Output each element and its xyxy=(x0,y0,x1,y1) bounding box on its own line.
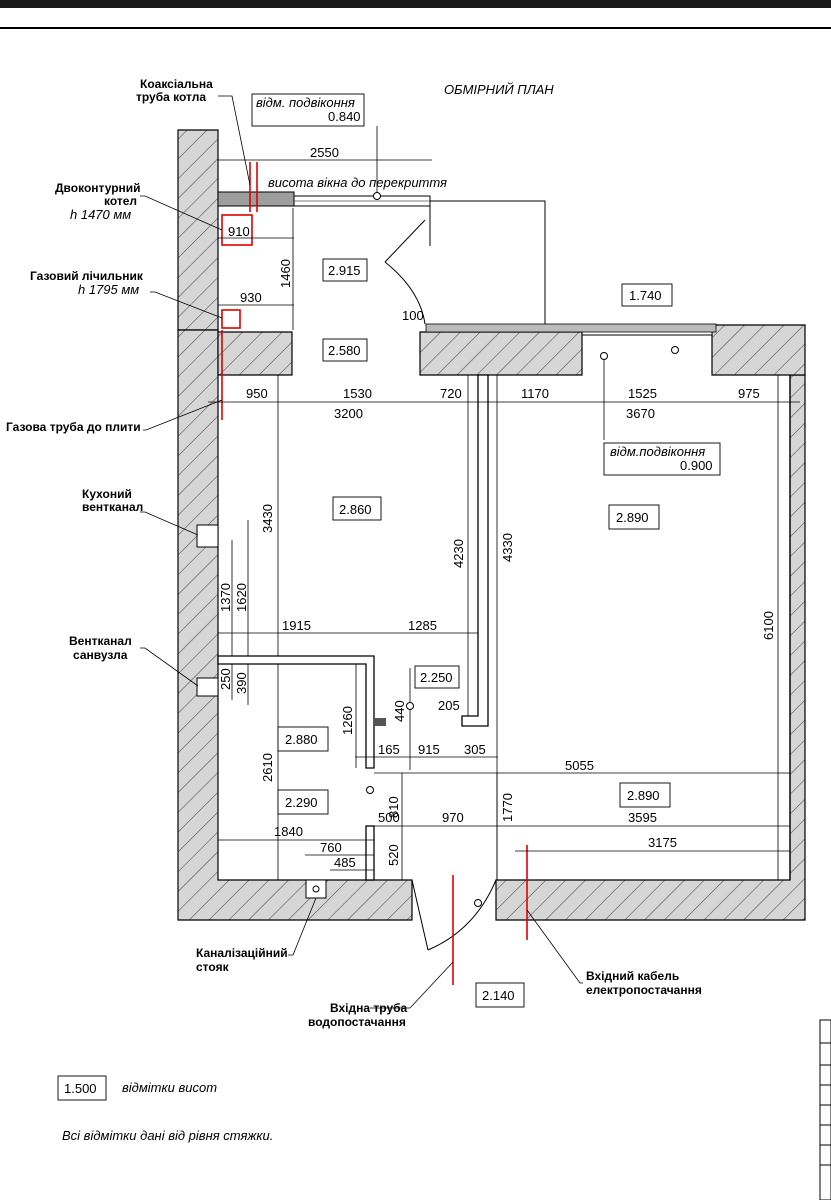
bath-vent-label-2: санвузла xyxy=(73,648,128,662)
dim-910: 910 xyxy=(228,224,250,239)
dim-305: 305 xyxy=(464,742,486,757)
dim-4230: 4230 xyxy=(451,539,466,568)
kitchen-vent-label-1: Кухоний xyxy=(82,487,132,501)
dim-4330: 4330 xyxy=(500,533,515,562)
sill-notes: відм. подвіконня 0.840 висота вікна до п… xyxy=(251,93,721,476)
dim-390: 390 xyxy=(234,672,249,694)
elevation-6: 2.250 xyxy=(420,670,453,685)
leader-lines xyxy=(140,95,605,1009)
boiler-label-1: Двоконтурний xyxy=(55,181,141,195)
dim-975: 975 xyxy=(738,386,760,401)
top-bar xyxy=(0,0,831,8)
dim-1260: 1260 xyxy=(340,706,355,735)
sill-2-label: відм.подвіконня xyxy=(610,444,705,459)
dim-3430: 3430 xyxy=(260,504,275,533)
dim-760: 760 xyxy=(320,840,342,855)
boiler-label-3: h 1470 мм xyxy=(70,207,131,222)
dim-1460: 1460 xyxy=(278,259,293,288)
walls xyxy=(177,129,806,921)
gas-meter-label-1: Газовий лічильник xyxy=(30,269,144,283)
entrance-door xyxy=(411,879,497,951)
dim-3175: 3175 xyxy=(648,835,677,850)
bath-vent-label-1: Вентканал xyxy=(69,634,132,648)
dim-100: 100 xyxy=(402,308,424,323)
dim-1915: 1915 xyxy=(282,618,311,633)
elevation-9: 2.890 xyxy=(627,788,660,803)
sill-1-label: відм. подвіконня xyxy=(256,95,355,110)
dimension-lines xyxy=(208,159,800,880)
elevation-8: 2.290 xyxy=(285,795,318,810)
dim-915: 915 xyxy=(418,742,440,757)
dim-520: 520 xyxy=(386,844,401,866)
dim-950: 950 xyxy=(246,386,268,401)
elevation-2: 2.580 xyxy=(328,343,361,358)
dim-1770: 1770 xyxy=(500,793,515,822)
elevation-5: 2.890 xyxy=(616,510,649,525)
legend-sample: 1.500 xyxy=(64,1081,97,1096)
dim-485: 485 xyxy=(334,855,356,870)
dim-3595: 3595 xyxy=(628,810,657,825)
elevation-10: 2.140 xyxy=(482,988,515,1003)
boiler-label-2: котел xyxy=(104,194,137,208)
dim-970: 970 xyxy=(442,810,464,825)
kitchen-vent-label-2: вентканал xyxy=(82,500,143,514)
dim-930: 930 xyxy=(240,290,262,305)
sill-2-value: 0.900 xyxy=(680,458,713,473)
dim-205: 205 xyxy=(438,698,460,713)
coax-pipe-label-2: труба котла xyxy=(136,90,206,104)
title-block-fragment xyxy=(819,1019,831,1200)
balcony-outline xyxy=(384,200,546,325)
gas-meter-box xyxy=(221,309,241,329)
dim-250: 250 xyxy=(218,668,233,690)
dim-1840: 1840 xyxy=(274,824,303,839)
kitchen-vent-box xyxy=(196,524,219,548)
dim-440: 440 xyxy=(392,700,407,722)
sewer-label-2: стояк xyxy=(196,960,230,974)
dim-1285: 1285 xyxy=(408,618,437,633)
elevation-7: 2.880 xyxy=(285,732,318,747)
dim-165: 165 xyxy=(378,742,400,757)
legend: 1.500 відмітки висот Всі відмітки дані в… xyxy=(57,1075,273,1143)
dimension-values: 2550 910 1460 930 100 950 1530 720 1170 … xyxy=(218,145,776,870)
elevation-1: 2.915 xyxy=(328,263,361,278)
sewer-box xyxy=(305,879,327,899)
dim-500: 500 xyxy=(378,810,400,825)
dim-1525: 1525 xyxy=(628,386,657,401)
dim-2610: 2610 xyxy=(260,753,275,782)
plan-title: ОБМІРНИЙ ПЛАН xyxy=(444,81,554,97)
dim-1530: 1530 xyxy=(343,386,372,401)
legend-text: відмітки висот xyxy=(122,1080,217,1095)
water-pipe-label-2: водопостачання xyxy=(308,1015,406,1029)
dim-5055: 5055 xyxy=(565,758,594,773)
elevation-4: 2.860 xyxy=(339,502,372,517)
dim-6100: 6100 xyxy=(761,611,776,640)
bath-vent-box xyxy=(196,677,219,697)
window-height-label: висота вікна до перекриття xyxy=(268,175,447,190)
sill-1-value: 0.840 xyxy=(328,109,361,124)
partitions xyxy=(217,374,791,881)
water-pipe-label-1: Вхідна труба xyxy=(330,1001,408,1015)
dim-1170: 1170 xyxy=(521,386,549,401)
dim-3670: 3670 xyxy=(626,406,655,421)
power-cable-label-1: Вхідний кабель xyxy=(586,969,679,983)
power-cable-label-2: електропостачання xyxy=(586,983,702,997)
dim-720: 720 xyxy=(440,386,462,401)
legend-note: Всі відмітки дані від рівня стяжки. xyxy=(62,1128,273,1143)
dim-1620: 1620 xyxy=(234,583,249,612)
elevation-marks: 2.915 2.580 1.740 2.860 2.890 2.250 2.88… xyxy=(277,258,673,1008)
gas-meter-label-2: h 1795 мм xyxy=(78,282,139,297)
coax-pipe-label-1: Коаксіальна xyxy=(140,77,213,91)
annotation-labels: Коаксіальна труба котла Двоконтурний кот… xyxy=(6,77,702,1029)
gas-pipe-label: Газова труба до плити xyxy=(6,420,141,434)
sewer-label-1: Каналізаційний xyxy=(196,946,288,960)
elevation-3: 1.740 xyxy=(629,288,662,303)
dim-1370: 1370 xyxy=(218,583,233,612)
dim-810: 810 xyxy=(386,796,401,818)
dim-3200: 3200 xyxy=(334,406,363,421)
dim-2550: 2550 xyxy=(310,145,339,160)
